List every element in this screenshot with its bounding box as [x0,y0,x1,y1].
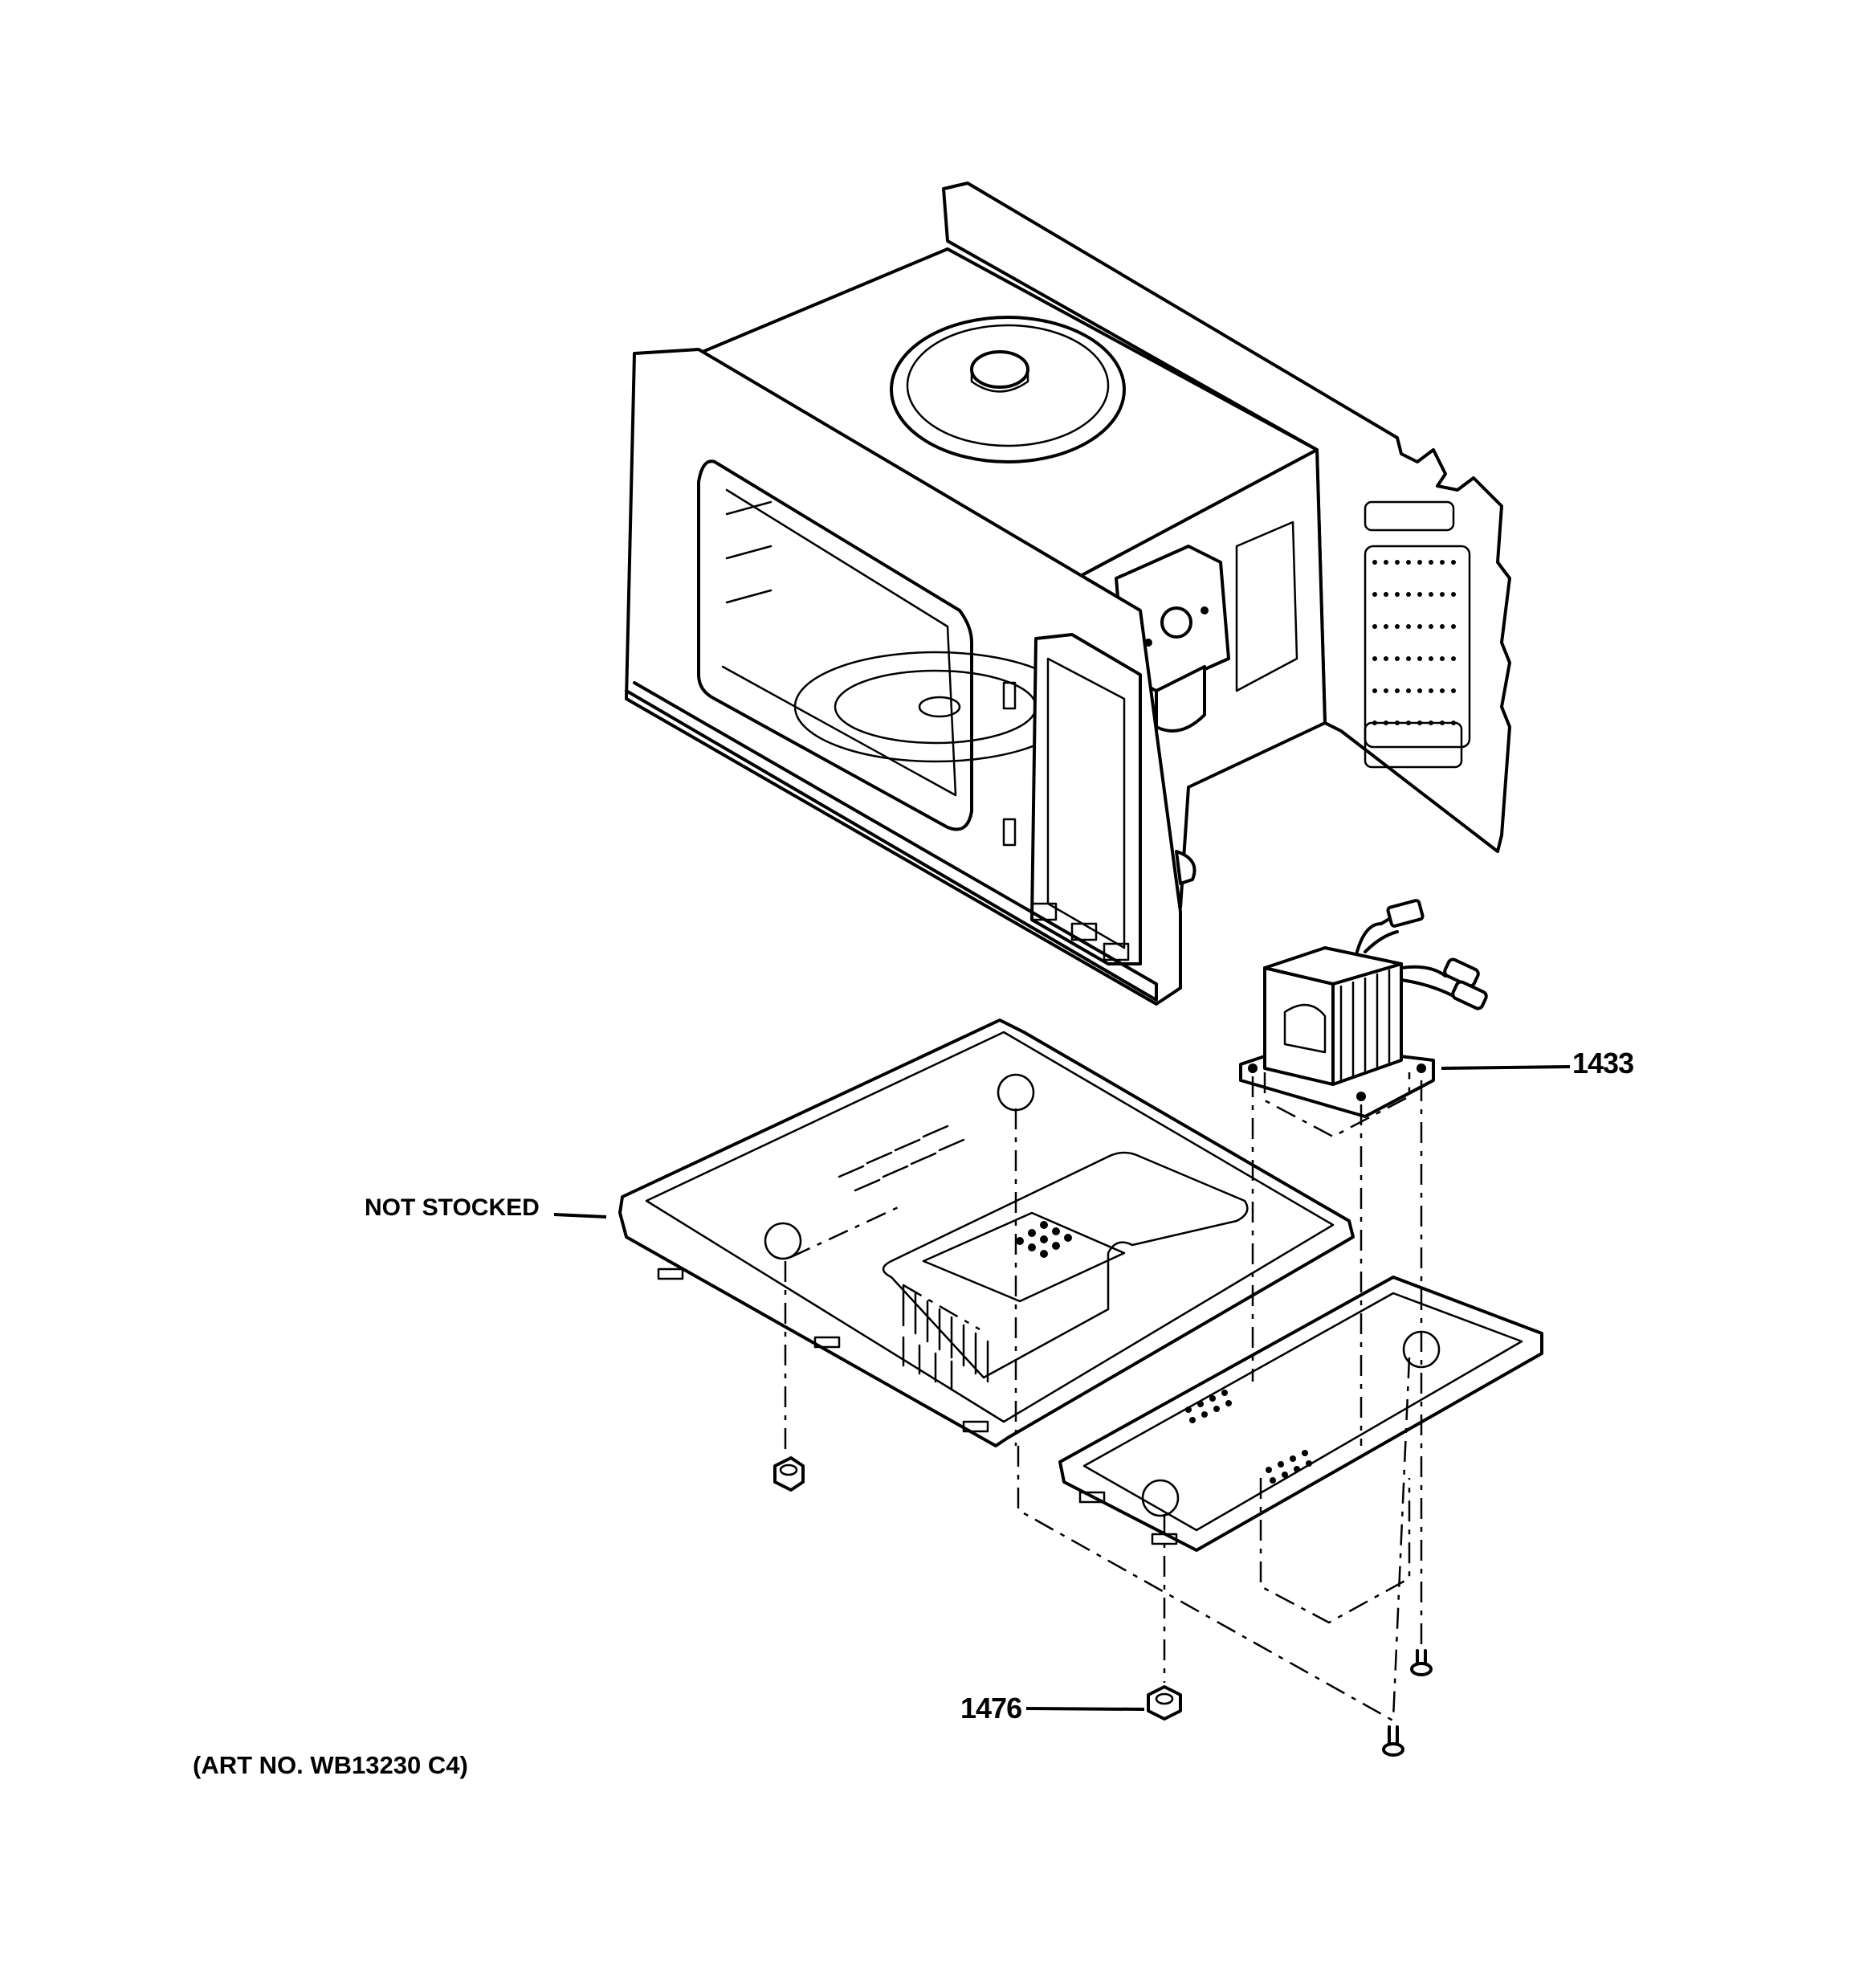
assembly-guide-lines [784,1072,1423,1725]
transformer-wire [1364,930,1399,953]
magnetron-body [1155,665,1206,733]
mount-hole [1417,1063,1426,1073]
nut-1476 [1147,1685,1182,1721]
control-base-tab [1078,1491,1106,1504]
back-flange-panel [942,182,1511,853]
back-panel-slot-bottom [1364,721,1463,769]
wire-terminal [1443,957,1480,988]
transformer-wire [1355,912,1399,953]
cavity-interior-back [721,488,957,797]
transformer-wire [1400,965,1447,978]
top-motor-dome-inner [906,324,1110,447]
transformer-core-top [1263,946,1403,986]
control-base-stud [1141,1479,1180,1517]
transformer-wire [1400,978,1455,998]
oven-cavity-assembly [625,182,1511,1006]
top-motor-dome [890,316,1126,463]
nut-upper [773,1456,805,1492]
transformer-1433 [1239,899,1488,1118]
base-plate-vent-holes [1016,1221,1072,1258]
back-panel-slot-top [1364,500,1455,532]
base-plate-stud-left [764,1222,802,1260]
base-plate-tab [813,1336,841,1349]
control-base-inner-rim [1082,1292,1523,1532]
art-number: (ART NO. WB13230 C4) [193,1751,468,1779]
control-compartment-inner [1046,657,1126,949]
screw-upper [1410,1649,1433,1676]
base-plate-tab [962,1420,989,1433]
magnetron-port [1160,606,1192,639]
base-plate-slots [838,1125,965,1192]
transformer-coil [1283,1004,1327,1054]
leader-not-stocked [553,1213,607,1219]
callout-part-1476: 1476 [960,1692,1022,1725]
base-plate-center-pad [922,1211,1126,1303]
base-plate-tab [657,1268,684,1280]
frame-tab [1070,922,1098,941]
stirrer-motor-body [970,368,1029,393]
callout-part-1433: 1433 [1572,1047,1634,1080]
mount-hole [1248,1063,1258,1073]
leader-1433 [1441,1065,1571,1070]
cavity-rails [725,500,773,604]
base-plate-inner-rim [645,1031,1335,1423]
leader-1476 [1025,1707,1145,1711]
screw-lower [1382,1725,1404,1757]
callout-not-stocked: NOT STOCKED [365,1194,540,1221]
frame-slot [1002,681,1017,710]
turntable-hub [918,696,961,718]
bracket-hole [1201,606,1209,614]
transformer-laminations [1339,969,1391,1082]
base-plate-raised-panel [882,1151,1249,1379]
control-base-vent-holes [1185,1390,1312,1484]
cavity-base-flange [625,681,1158,1002]
base-plate-assembly [618,1018,1355,1447]
base-plate-louvers [902,1284,989,1391]
wire-terminal [1451,980,1488,1010]
cavity-opening [697,459,973,831]
cavity-side-recess [1235,520,1298,692]
back-vent-grille [1364,545,1471,749]
wire-connector [1386,899,1425,928]
mount-hole [1356,1092,1366,1101]
transformer-core-front [1263,966,1335,1086]
frame-slot [1002,818,1017,847]
frame-ear [1175,850,1196,885]
